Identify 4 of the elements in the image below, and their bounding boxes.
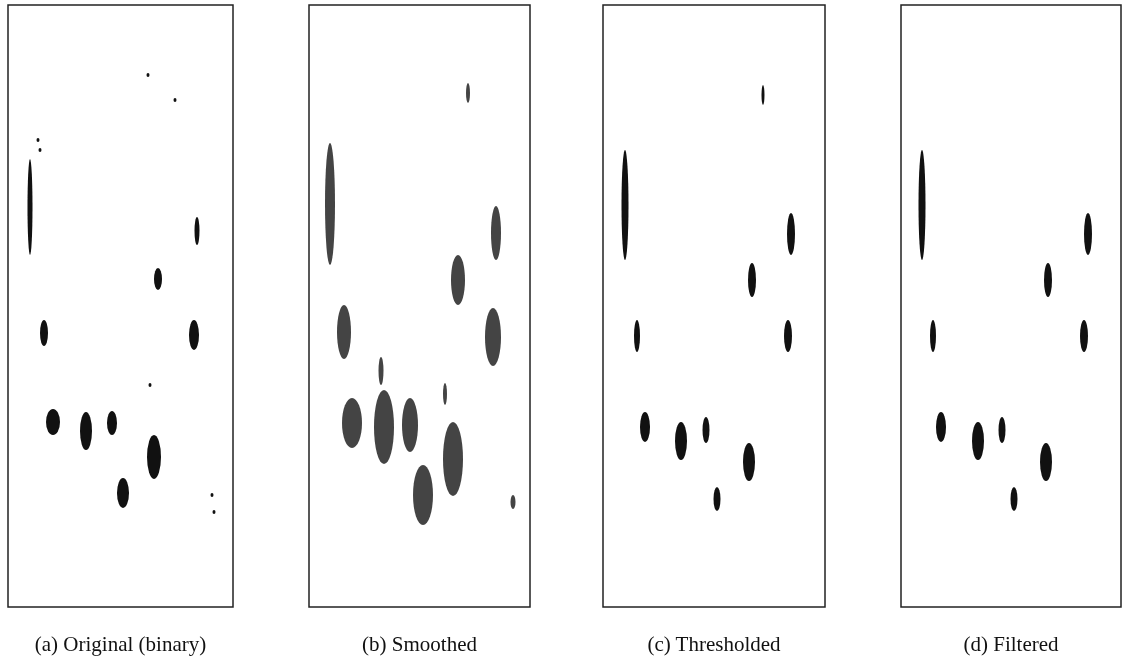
panel-caption: (b) Smoothed [361,632,478,657]
panel-caption: (d) Filtered [962,632,1060,657]
panel-caption: (c) Thresholded [646,632,782,657]
panel-caption: (a) Original (binary) [33,632,208,657]
